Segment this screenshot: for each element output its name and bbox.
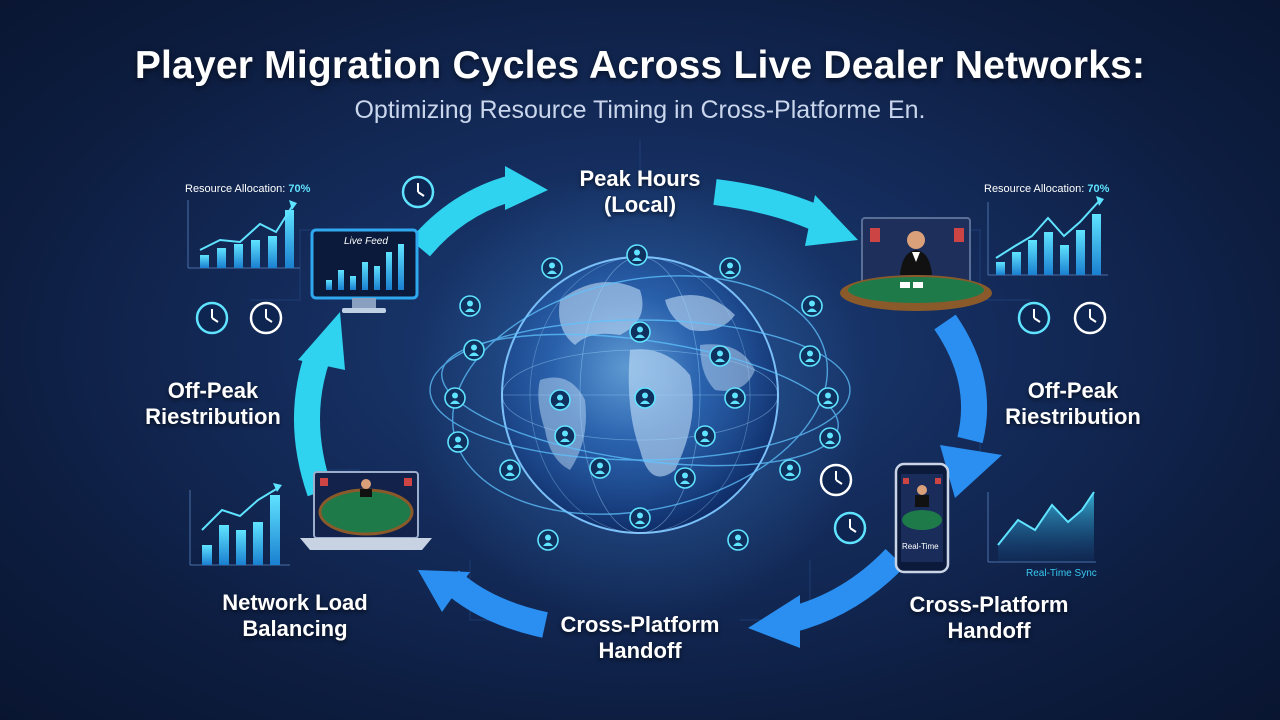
user-icon	[589, 457, 611, 479]
user-icon	[444, 387, 466, 409]
arrow-bottom-left	[418, 570, 548, 638]
clock-icon	[833, 511, 867, 545]
user-icon	[626, 244, 648, 266]
user-icon	[709, 345, 731, 367]
user-icon	[779, 459, 801, 481]
user-icon	[801, 295, 823, 317]
stage-peak-hours: Peak Hours (Local)	[579, 166, 701, 217]
page-title: Player Migration Cycles Across Live Deal…	[134, 44, 1146, 87]
user-icon	[799, 345, 821, 367]
clock-icon	[819, 463, 853, 497]
real-time-sync-label: Real-Time Sync	[1026, 568, 1097, 579]
right-allocation-chart	[987, 196, 1108, 276]
user-icon	[817, 387, 839, 409]
bottom-left-chart	[189, 483, 290, 566]
user-icon	[674, 467, 696, 489]
user-icon	[629, 507, 651, 529]
user-icon	[554, 425, 576, 447]
right-alloc-value: 70%	[1087, 183, 1110, 195]
clock-icon	[249, 301, 283, 335]
left-allocation-chart	[187, 200, 300, 269]
user-icon	[537, 529, 559, 551]
user-icon	[629, 321, 651, 343]
user-icon	[463, 339, 485, 361]
live-feed-monitor-icon	[310, 228, 419, 313]
real-time-sync-chart	[987, 491, 1096, 563]
user-icon	[719, 257, 741, 279]
stage-network-load-balancing: Network Load Balancing	[222, 590, 368, 641]
user-icon	[724, 387, 746, 409]
clock-icon	[195, 301, 229, 335]
user-icon	[541, 257, 563, 279]
user-icon	[694, 425, 716, 447]
dealer-table-icon	[840, 217, 992, 311]
user-icon	[447, 431, 469, 453]
arrow-top-right	[713, 179, 858, 246]
phone-icon	[894, 462, 950, 574]
arrow-right	[934, 314, 1002, 498]
user-icon	[499, 459, 521, 481]
left-alloc-label: Resource Allocation:	[185, 183, 286, 195]
stage-off-peak-left: Off-Peak Riestribution	[145, 378, 281, 429]
clock-icons	[195, 175, 1107, 545]
stage-cross-platform-right: Cross-Platform Handoff	[909, 592, 1069, 643]
monitor-live-feed-label: Live Feed	[344, 236, 388, 247]
left-resource-allocation: Resource Allocation: 70%	[185, 183, 310, 195]
laptop-blackjack-icon	[300, 471, 432, 550]
clock-icon	[1073, 301, 1107, 335]
stage-off-peak-right: Off-Peak Riestribution	[1005, 378, 1141, 429]
user-icon	[459, 295, 481, 317]
left-alloc-value: 70%	[288, 183, 311, 195]
stage-cross-platform-center: Cross-Platform Handoff	[560, 612, 720, 663]
user-icon	[549, 389, 571, 411]
clock-icon	[401, 175, 435, 209]
right-alloc-label: Resource Allocation:	[984, 183, 1085, 195]
user-icon	[819, 427, 841, 449]
page-subtitle: Optimizing Resource Timing in Cross-Plat…	[354, 96, 926, 124]
clock-icon	[1017, 301, 1051, 335]
user-icon	[634, 387, 656, 409]
right-resource-allocation: Resource Allocation: 70%	[984, 183, 1109, 195]
user-nodes	[444, 244, 841, 551]
arrow-bottom-right	[748, 548, 905, 648]
phone-real-time-label: Real-Time	[902, 542, 939, 551]
user-icon	[727, 529, 749, 551]
arrow-top-left	[410, 166, 548, 257]
